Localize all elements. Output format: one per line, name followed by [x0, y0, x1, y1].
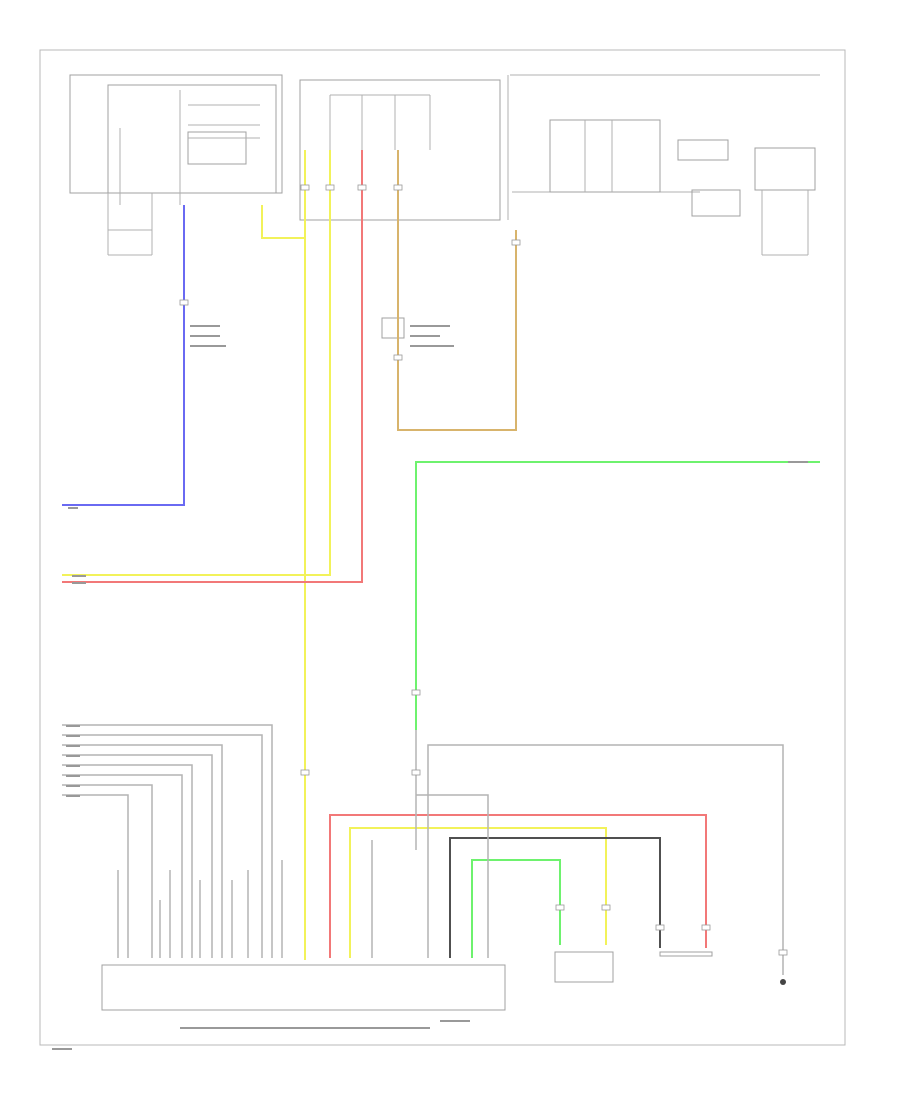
sensor-1 — [554, 951, 614, 983]
ecu-connector — [101, 964, 506, 1011]
wire-red-fuse — [62, 150, 363, 583]
wire-blue — [62, 205, 185, 506]
fine-print-marks — [52, 325, 808, 1050]
top-left-component — [69, 74, 283, 256]
wire-yellow-ecu — [349, 827, 607, 958]
wire-grey-inner — [416, 794, 489, 958]
wire-yellow-relay — [261, 205, 305, 239]
wire-red-ecu — [329, 814, 707, 958]
connector-pins — [179, 184, 788, 956]
diagram-frame — [39, 49, 846, 1046]
sensor-2 — [659, 951, 713, 957]
left-wire-bundle — [62, 724, 373, 958]
wire-dark-ecu — [449, 837, 661, 958]
ground-symbol — [780, 979, 786, 985]
wire-tan — [397, 150, 517, 431]
wire-green-sensor — [471, 859, 561, 958]
wire-green-main — [415, 461, 820, 730]
wire-yellow-2 — [62, 150, 331, 576]
right-power-block — [507, 74, 820, 256]
wire-grey-right — [427, 744, 784, 975]
fuse-block — [299, 79, 501, 339]
